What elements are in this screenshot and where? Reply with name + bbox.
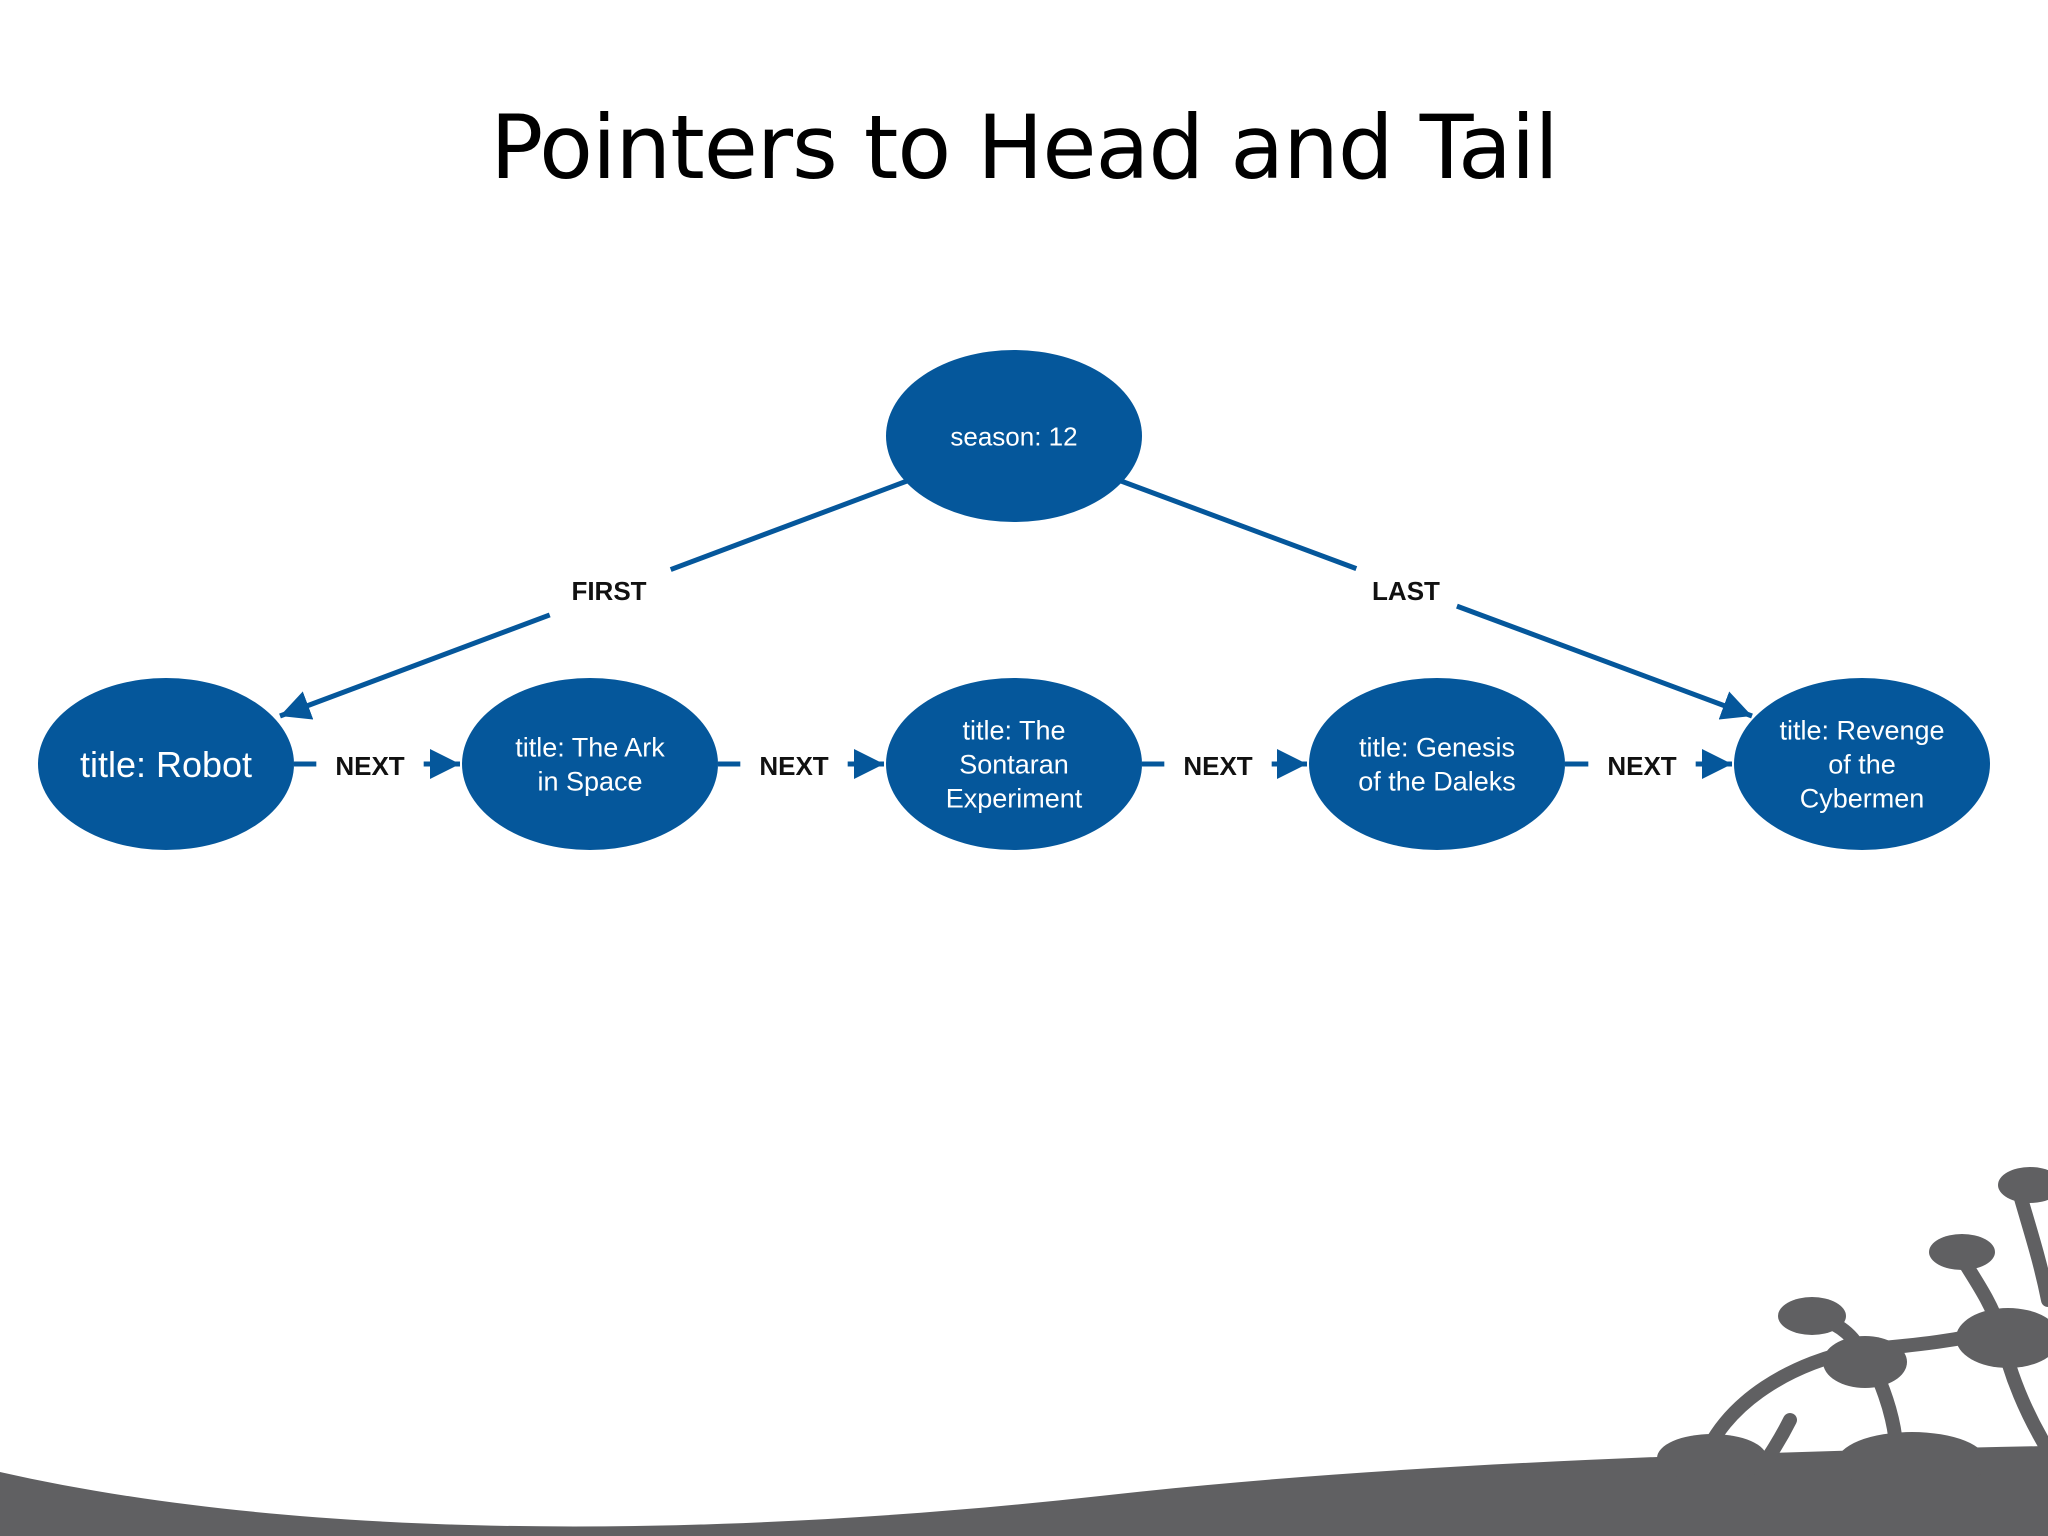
node-ark: title: The Ark in Space — [462, 678, 718, 850]
page-title: Pointers to Head and Tail — [490, 96, 1559, 199]
node-ellipse — [1734, 678, 1990, 850]
node-season: season: 12 — [886, 350, 1142, 522]
edge-line-segment — [1120, 478, 1358, 571]
edge-label-next: NEXT — [335, 751, 404, 781]
edge-season-to-revenge: LAST — [1120, 478, 1753, 720]
node-genesis: title: Genesis of the Daleks — [1309, 678, 1565, 850]
edge-label-next: NEXT — [1183, 751, 1252, 781]
node-label-line: title: Robot — [80, 744, 252, 785]
node-label-line: in Space — [537, 767, 642, 797]
edge-line-segment — [669, 478, 908, 572]
edge-robot-to-ark: NEXT — [294, 749, 460, 781]
node-label-line: season: 12 — [950, 421, 1077, 451]
node-robot: title: Robot — [38, 678, 294, 850]
node-ellipse — [886, 678, 1142, 850]
node-label-line: title: Revenge — [1779, 716, 1944, 746]
node-label-line: of the — [1828, 750, 1896, 780]
branch-nodes — [1657, 1167, 2048, 1492]
edge-arrow-segment — [279, 612, 551, 720]
footer-wave — [0, 1446, 2048, 1536]
node-label-line: of the Daleks — [1358, 767, 1516, 797]
edge-ark-to-sontaran: NEXT — [718, 749, 884, 781]
edge-label-next: NEXT — [1607, 751, 1676, 781]
node-label-line: Sontaran — [959, 750, 1069, 780]
node-label-line: title: The — [962, 716, 1065, 746]
node-label-line: title: The Ark — [515, 733, 665, 763]
node-label-line: Cybermen — [1800, 784, 1925, 814]
edge-genesis-to-revenge: NEXT — [1565, 749, 1732, 781]
edge-label-last: LAST — [1372, 576, 1440, 606]
edge-season-to-robot: FIRST — [279, 478, 908, 720]
node-label-line: title: Genesis — [1359, 733, 1515, 763]
node-label-line: Experiment — [946, 784, 1083, 814]
edge-label-next: NEXT — [759, 751, 828, 781]
node-ellipse — [1309, 678, 1565, 850]
edge-label-first: FIRST — [571, 576, 646, 606]
edge-arrow-segment — [1456, 603, 1753, 720]
node-ellipse — [38, 678, 294, 850]
node-ellipse — [886, 350, 1142, 522]
edge-sontaran-to-genesis: NEXT — [1142, 749, 1307, 781]
node-ellipse — [462, 678, 718, 850]
